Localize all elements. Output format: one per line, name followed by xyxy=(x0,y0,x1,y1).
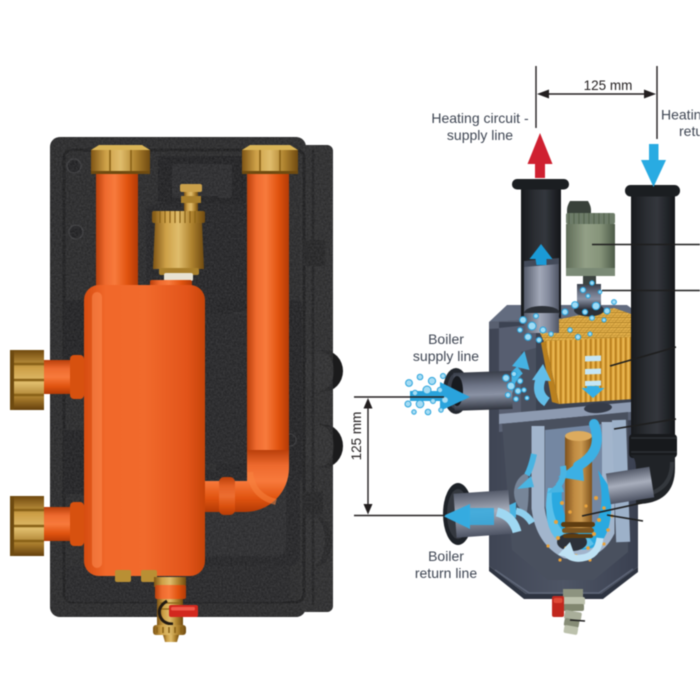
svg-text:Heating circuit: Heating circuit xyxy=(661,107,700,123)
svg-text:125 mm: 125 mm xyxy=(584,78,633,93)
svg-text:supply line: supply line xyxy=(413,348,479,364)
svg-text:Boiler: Boiler xyxy=(428,548,464,564)
svg-text:125 mm: 125 mm xyxy=(349,412,364,461)
svg-text:supply line: supply line xyxy=(447,127,513,143)
svg-text:return line: return line xyxy=(415,565,477,581)
svg-text:Boiler: Boiler xyxy=(428,331,464,347)
svg-text:Heating circuit -: Heating circuit - xyxy=(431,110,529,126)
svg-text:return line: return line xyxy=(679,123,700,139)
